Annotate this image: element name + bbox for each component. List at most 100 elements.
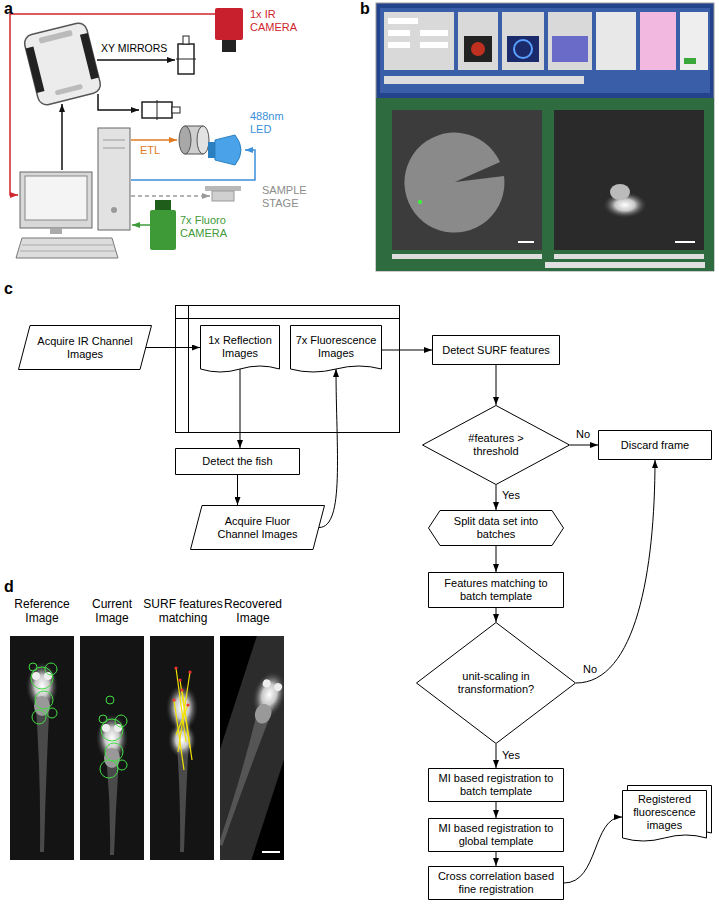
- feature-matching-image: [174, 666, 177, 669]
- etl-lens: [197, 126, 209, 154]
- component-label: ETL: [140, 144, 160, 157]
- node-text-group: MI based registration to batch template: [432, 772, 560, 798]
- daq-device: [26, 46, 45, 93]
- component-label: SAMPLE STAGE: [262, 184, 322, 209]
- node-text: Cross correlation based fine registratio…: [432, 870, 560, 896]
- panel-letter: a: [4, 0, 13, 18]
- fluoro-camera: [150, 210, 176, 250]
- software-screenshot: [392, 254, 542, 259]
- node-text: Acquire IR Channel Images: [33, 335, 137, 361]
- daq-device: [23, 21, 103, 106]
- control-wire: [97, 59, 175, 61]
- node-text: Discard frame: [621, 439, 689, 452]
- recovered-image: [273, 682, 283, 692]
- reference-image: [10, 636, 74, 860]
- storage-frame: [175, 318, 400, 319]
- feature-matching-image: [178, 678, 181, 681]
- recovered-image: [220, 636, 284, 860]
- current-image: [100, 760, 118, 778]
- software-screenshot: [376, 3, 714, 271]
- control-wire: [131, 139, 177, 141]
- shape-outline: [433, 336, 560, 365]
- computer: [25, 176, 87, 220]
- feature-matching-image: [188, 670, 191, 673]
- current-image: [115, 715, 127, 727]
- software-screenshot: [471, 42, 485, 56]
- node-text: Registered fluorescence images: [625, 793, 704, 832]
- flow-arrow: [496, 546, 497, 572]
- computer: [20, 251, 115, 252]
- node-text-group: Features matching to batch template: [432, 577, 560, 603]
- shape-outline: [417, 623, 576, 744]
- software-screenshot: [464, 36, 492, 62]
- image-title: Current Image: [76, 598, 148, 626]
- software-screenshot: [376, 3, 714, 271]
- node-text: #features > threshold: [452, 432, 540, 458]
- xy-mirror: [183, 36, 189, 44]
- software-screenshot: [545, 262, 705, 268]
- current-image: [80, 636, 144, 860]
- software-screenshot: [420, 30, 448, 36]
- flow-arrow: [496, 485, 497, 510]
- node-text-group: Discard frame: [621, 439, 689, 452]
- flow-arrow: [382, 350, 432, 351]
- io-parallelogram: Acquire Fluor Channel Images: [190, 505, 325, 550]
- node-text-group: Detect SURF features: [442, 344, 550, 357]
- led-lamp: [208, 135, 241, 165]
- software-screenshot: [392, 110, 542, 250]
- shape-outline: [623, 791, 707, 842]
- feature-matching-image: [186, 703, 189, 706]
- edge-label: Yes: [501, 489, 521, 502]
- node-text: Features matching to batch template: [432, 577, 560, 603]
- daq-device: [23, 21, 103, 106]
- node-text: Detect SURF features: [442, 344, 550, 357]
- software-screenshot: [507, 36, 539, 62]
- control-wire: [10, 14, 255, 225]
- feature-matching-image: [180, 688, 183, 691]
- software-screenshot: [388, 30, 410, 36]
- reference-image: [32, 672, 40, 680]
- node-text: 7x Fluorescence Images: [293, 334, 379, 360]
- component-label: 7x Fluoro CAMERA: [180, 214, 246, 239]
- flow-arrow: [570, 445, 598, 446]
- sample-stage: [205, 186, 241, 191]
- software-screenshot: [418, 200, 422, 204]
- edge-label: Yes: [501, 749, 521, 762]
- component-label: 488nm LED: [250, 110, 296, 135]
- shape-outline: [201, 326, 280, 373]
- computer: [22, 245, 113, 246]
- control-wire: [131, 195, 210, 197]
- flow-arrow: [496, 365, 497, 405]
- software-screenshot: [404, 133, 504, 233]
- software-screenshot: [384, 76, 584, 84]
- decision-diamond: #features > threshold: [422, 405, 570, 485]
- reference-image: [35, 691, 53, 709]
- xy-mirror: [172, 107, 180, 113]
- software-screenshot: [554, 110, 704, 250]
- edge-label: No: [582, 663, 598, 676]
- software-screenshot: [388, 42, 410, 48]
- software-screenshot: [554, 254, 704, 259]
- software-screenshot: [552, 36, 588, 62]
- software-screenshot: [640, 12, 676, 70]
- software-screenshot: [376, 98, 714, 271]
- daq-device: [38, 30, 72, 44]
- reference-image: [44, 672, 52, 680]
- flow-arrow: [240, 369, 241, 448]
- node-text-group: Detect the fish: [202, 455, 272, 468]
- flow-arrow: [576, 460, 655, 683]
- fluoro-camera: [150, 200, 176, 250]
- process-box: Discard frame: [598, 430, 712, 460]
- storage-frame: [175, 305, 400, 433]
- shape-outline: [429, 819, 564, 852]
- computer: [103, 140, 125, 141]
- computer: [20, 172, 92, 228]
- feature-matching-image: [150, 636, 214, 860]
- node-text-group: 1x Reflection Images: [203, 334, 277, 360]
- process-box: Detect the fish: [175, 448, 300, 475]
- flow-arrow: [496, 852, 497, 866]
- feature-matching-image: [172, 698, 175, 701]
- flow-arrow: [496, 608, 497, 622]
- process-box: Features matching to batch template: [428, 572, 564, 608]
- software-screenshot: [514, 40, 532, 58]
